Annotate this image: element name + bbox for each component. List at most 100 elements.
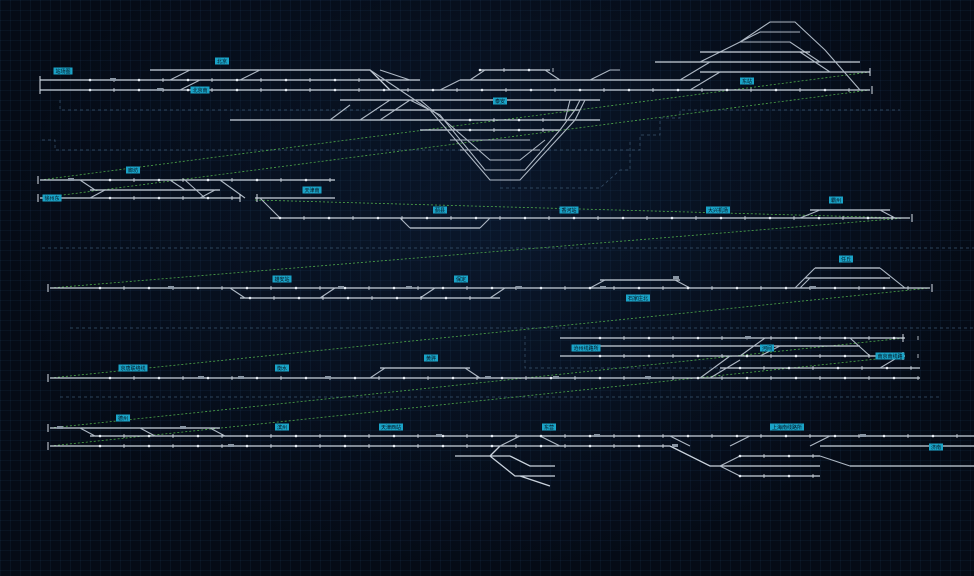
signal-point[interactable] (157, 196, 161, 200)
signal-point[interactable] (647, 354, 651, 358)
signal-point[interactable] (523, 216, 527, 220)
station-label-s7[interactable]: 香河站 (559, 206, 579, 214)
signal-point[interactable] (794, 376, 798, 380)
signal-point[interactable] (108, 178, 112, 182)
signal-point[interactable] (588, 434, 592, 438)
station-label-s8[interactable]: 大兴机场 (706, 206, 730, 214)
signal-point[interactable] (108, 376, 112, 380)
signal-point[interactable] (284, 88, 288, 92)
signal-point[interactable] (402, 376, 406, 380)
signal-point[interactable] (376, 216, 380, 220)
signal-point[interactable] (441, 286, 445, 290)
station-label-s2[interactable]: 北京 (215, 57, 229, 65)
signal-point[interactable] (517, 128, 521, 132)
station-label-s11[interactable]: 保定 (454, 275, 468, 283)
signal-point[interactable] (588, 444, 592, 448)
signal-point[interactable] (284, 78, 288, 82)
signal-point[interactable] (88, 78, 92, 82)
signal-point[interactable] (343, 444, 347, 448)
signal-point[interactable] (278, 216, 282, 220)
signal-point[interactable] (745, 376, 749, 380)
signal-point[interactable] (98, 444, 102, 448)
signal-point[interactable] (882, 434, 886, 438)
signal-point[interactable] (294, 286, 298, 290)
signal-point[interactable] (676, 88, 680, 92)
signal-point[interactable] (843, 336, 847, 340)
signal-point[interactable] (738, 474, 742, 478)
signal-point[interactable] (441, 444, 445, 448)
station-label-s23[interactable]: 上海南线路所 (770, 423, 804, 431)
signal-point[interactable] (784, 434, 788, 438)
signal-point[interactable] (206, 196, 210, 200)
signal-point[interactable] (382, 88, 386, 92)
signal-point[interactable] (294, 444, 298, 448)
signal-point[interactable] (696, 376, 700, 380)
signal-point[interactable] (784, 286, 788, 290)
signal-point[interactable] (725, 88, 729, 92)
signal-point[interactable] (441, 434, 445, 438)
signal-point[interactable] (108, 196, 112, 200)
signal-point[interactable] (892, 336, 896, 340)
signal-point[interactable] (823, 88, 827, 92)
signal-point[interactable] (297, 296, 301, 300)
signal-point[interactable] (866, 216, 870, 220)
signal-point[interactable] (686, 434, 690, 438)
signal-point[interactable] (787, 366, 791, 370)
station-label-s20[interactable]: 滨州 (275, 423, 289, 431)
signal-point[interactable] (392, 444, 396, 448)
signal-point[interactable] (468, 118, 472, 122)
station-label-s18[interactable]: 衡水 (275, 364, 289, 372)
signal-point[interactable] (186, 78, 190, 82)
station-label-s3[interactable]: 东站 (740, 77, 754, 85)
station-label-s1[interactable]: 站场图 (53, 67, 73, 75)
signal-point[interactable] (333, 78, 337, 82)
signal-point[interactable] (500, 376, 504, 380)
signal-point[interactable] (627, 88, 631, 92)
signal-point[interactable] (670, 216, 674, 220)
signal-point[interactable] (425, 216, 429, 220)
signal-point[interactable] (245, 444, 249, 448)
signal-point[interactable] (637, 444, 641, 448)
signal-point[interactable] (647, 336, 651, 340)
signal-point[interactable] (882, 286, 886, 290)
signal-point[interactable] (572, 216, 576, 220)
signal-point[interactable] (468, 128, 472, 132)
station-label-s15[interactable]: 河间 (760, 344, 774, 352)
signal-point[interactable] (98, 434, 102, 438)
signal-point[interactable] (794, 354, 798, 358)
signal-point[interactable] (196, 434, 200, 438)
signal-point[interactable] (137, 88, 141, 92)
signal-point[interactable] (931, 434, 935, 438)
station-label-s19[interactable]: 德州 (116, 414, 130, 422)
signal-point[interactable] (186, 88, 190, 92)
signal-point[interactable] (327, 216, 331, 220)
signal-point[interactable] (637, 434, 641, 438)
signal-point[interactable] (696, 336, 700, 340)
signal-point[interactable] (833, 434, 837, 438)
signal-point[interactable] (836, 366, 840, 370)
signal-point[interactable] (588, 286, 592, 290)
signal-point[interactable] (598, 354, 602, 358)
signal-point[interactable] (738, 454, 742, 458)
station-label-s25[interactable]: 泰安 (493, 97, 507, 105)
station-label-s26[interactable]: 徐州东 (42, 194, 62, 202)
signal-point[interactable] (255, 376, 259, 380)
signal-point[interactable] (787, 474, 791, 478)
station-label-s28[interactable]: 北京南 (190, 86, 210, 94)
station-label-s12[interactable]: 石家庄北 (626, 294, 650, 302)
signal-point[interactable] (235, 78, 239, 82)
signal-point[interactable] (578, 88, 582, 92)
signal-point[interactable] (517, 118, 521, 122)
signal-point[interactable] (490, 444, 494, 448)
signal-point[interactable] (637, 286, 641, 290)
signal-point[interactable] (719, 216, 723, 220)
station-label-s6[interactable]: 蓟县 (433, 206, 447, 214)
signal-point[interactable] (892, 376, 896, 380)
signal-point[interactable] (392, 286, 396, 290)
signal-point[interactable] (738, 366, 742, 370)
signal-point[interactable] (490, 434, 494, 438)
signal-point[interactable] (98, 286, 102, 290)
signal-point[interactable] (451, 376, 455, 380)
signal-point[interactable] (527, 68, 531, 72)
signal-point[interactable] (787, 454, 791, 458)
